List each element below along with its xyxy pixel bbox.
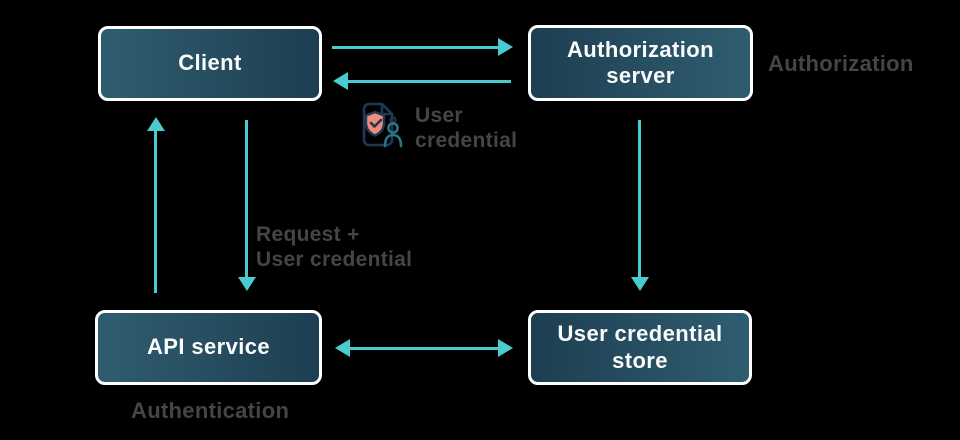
arrow-line (638, 120, 641, 278)
arrowhead-up-icon (147, 117, 165, 131)
node-user-credential-store-label: User credential store (557, 321, 723, 373)
arrowhead-down-icon (631, 277, 649, 291)
authentication-annotation: Authentication (131, 398, 290, 423)
node-authorization-server: Authorization server (528, 19, 758, 107)
node-client: Client (93, 20, 322, 107)
arrowhead-right-icon (498, 339, 513, 357)
user-credential-icon-svg (362, 102, 403, 148)
request-user-credential-edge-label: Request + User credential (256, 223, 413, 272)
user-credential-icon (352, 99, 404, 151)
arrowhead-left-icon (335, 339, 350, 357)
arrow-line (347, 80, 511, 83)
arrowhead-left-icon (333, 72, 348, 90)
arrow-line (332, 46, 499, 49)
arrowhead-right-icon (498, 38, 513, 56)
node-client-label: Client (178, 50, 242, 76)
node-api-service-label: API service (146, 334, 271, 360)
arrow-line (154, 130, 157, 293)
arrow-line (349, 347, 499, 350)
arrow-line (245, 120, 248, 278)
user-credential-edge-label: User credential (415, 104, 518, 153)
arrowhead-down-icon (238, 277, 256, 291)
node-api-service: API service (90, 304, 322, 391)
node-authorization-server-label: Authorization server (567, 36, 714, 88)
authorization-annotation: Authorization (768, 51, 914, 76)
node-user-credential-store: User credential store (528, 304, 757, 391)
